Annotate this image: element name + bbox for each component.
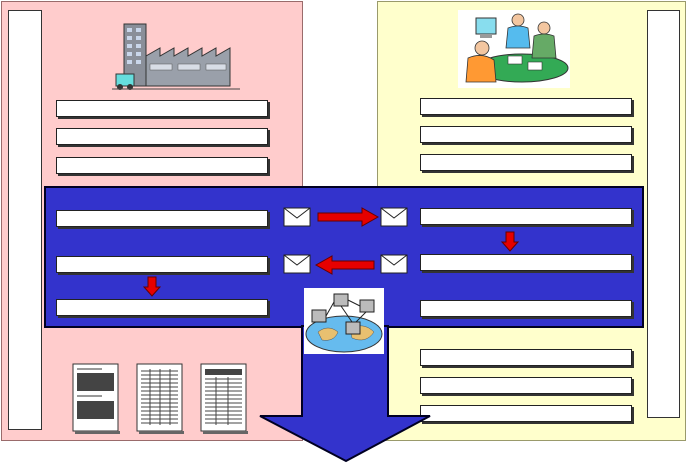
- left-field-3: [56, 157, 268, 174]
- band-left-field-2: [56, 256, 268, 273]
- envelope-icon: [283, 254, 311, 274]
- band-left-field-3: [56, 299, 268, 316]
- left-vertical-bar: [8, 10, 42, 430]
- right-field-3: [420, 154, 632, 171]
- report-document-icon: [200, 363, 248, 434]
- left-field-2: [56, 128, 268, 145]
- band-right-field-2: [420, 254, 632, 271]
- envelope-icon: [380, 254, 408, 274]
- big-down-arrow: [259, 325, 431, 463]
- band-right-field-3: [420, 300, 632, 317]
- right-field-1: [420, 98, 632, 115]
- red-arrow-left: [314, 255, 375, 275]
- red-arrow-down-right: [500, 231, 520, 252]
- right-field-8: [420, 377, 632, 394]
- right-vertical-bar: [647, 10, 680, 418]
- left-field-1: [56, 100, 268, 117]
- office-meeting-icon: [458, 10, 570, 88]
- red-arrow-right: [317, 207, 380, 227]
- right-field-9: [420, 405, 632, 422]
- report-document-icon: [72, 363, 120, 434]
- report-document-icon: [136, 363, 184, 434]
- factory-icon: [112, 23, 240, 90]
- band-right-field-1: [420, 208, 632, 225]
- envelope-icon: [380, 207, 408, 227]
- right-field-7: [420, 349, 632, 366]
- right-field-2: [420, 126, 632, 143]
- red-arrow-down-left: [142, 276, 162, 297]
- band-left-field-1: [56, 210, 268, 227]
- envelope-icon: [283, 207, 311, 227]
- network-globe-icon: [304, 288, 384, 354]
